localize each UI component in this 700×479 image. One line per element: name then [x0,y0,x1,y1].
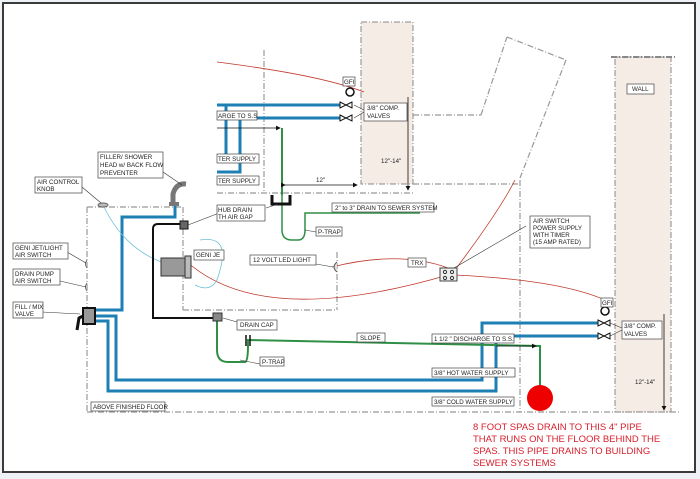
note-line-2: THAT RUNS ON THE FLOOR BEHIND THE [473,434,660,445]
geni-jet-light-2: AIR SWITCH [15,252,51,259]
slope-label: SLOPE [360,335,381,342]
note-line-4: SEWER SYSTEMS [473,458,556,469]
drain-pipe-4in-marker [527,385,553,411]
geni-jet-icon [160,257,186,277]
drain-cap-icon [212,312,223,322]
air-switch-power-2: POWER SUPPLY [533,225,582,232]
air-control-2: KNOB [37,186,55,193]
led-light-label: 12 VOLT LED LIGHT [253,257,311,264]
fill-mix-valve-icon [82,307,96,325]
valve-handle [75,314,84,331]
drain-pump-1: DRAIN PUMP [15,271,54,278]
geni-jet-nozzle [184,255,192,279]
power-supply-box [439,267,458,282]
fill-mix-1: FILL / MIX [15,304,43,311]
dim-12-14-top: 12"-14" [381,158,401,165]
air-switch-power-4: (15 AMP RATED) [533,239,581,246]
drain-cap-label: DRAIN CAP [240,322,274,329]
hot-water-label: 3/8" HOT WATER SUPPLY [434,370,509,377]
air-control-1: AIR CONTROL [37,179,80,186]
wall-right [614,56,672,413]
dim-12-14-bottom: 12"-14" [635,379,655,386]
geni-jet-air-switch-icon [85,259,88,269]
geni-jet-light-1: GENI JET/LIGHT [15,245,63,252]
shower-fitting [179,220,189,230]
comp-valves-bottom-1: 3/8" COMP. [624,323,656,330]
trx-label: TRX [411,260,423,267]
note-line-3: SPAS. THIS PIPE DRAINS TO BUILDING [473,446,650,457]
hub-drain-1: HUB DRAIN [218,207,252,214]
electrical-wiring [184,61,606,301]
water-supply-1-label: TER SUPPLY [218,156,256,163]
gfi-icon-bottom [600,306,610,316]
fill-mix-2: VALVE [15,311,34,318]
air-switch-power-1: AIR SWITCH [533,218,569,225]
led-light-icon [333,261,338,273]
gfi-label-top: GFI [344,79,355,86]
discharge-bottom-label: 1 1/2 " DISCHARGE TO S.S. [434,336,514,343]
gfi-label-bottom: GFI [602,300,613,307]
filler-shower-2: HEAD w/ BACK FLOW [100,162,163,169]
comp-valves-top-1: 3/8" COMP. [367,105,399,112]
label-boxes [12,76,663,412]
comp-valves-bottom-2: VALVES [624,331,647,338]
gfi-icon-top [345,87,355,97]
hub-drain-2: TH AIR GAP [218,214,253,221]
cold-water-label: 3/8" COLD WATER SUPPLY [434,399,513,406]
air-control-knob-icon [97,202,109,208]
drain-to-sewer-label: 2" to 3" DRAIN TO SEWER SYSTEM [335,205,438,212]
note-line-1: 8 FOOT SPAS DRAIN TO THIS 4" PIPE [473,422,642,433]
wall-label: WALL [632,86,649,93]
drain-pump-2: AIR SWITCH [15,278,51,285]
water-supply-lines [92,103,598,393]
spa-drain-loop [152,223,217,319]
air-switch-power-3: WITH TIMER [533,232,570,239]
geni-jet-spray [194,238,223,289]
discharge-top-label: ARGE TO S.S. [218,113,259,120]
shower-base [169,202,179,206]
geni-jet-label: GENI JE [196,252,220,259]
outline-lines [86,36,680,413]
dim-12: 12" [316,177,325,184]
shower-head-icon [170,181,187,202]
above-floor-label: ABOVE FINISHED FLOOR [93,404,168,411]
water-supply-2-label: TER SUPPLY [218,178,256,185]
p-trap-bottom-label: P-TRAP [262,359,285,366]
p-trap-top-label: P-TRAP [318,229,341,236]
comp-valves-top-2: VALVES [367,113,390,120]
hub-drain-icon [270,195,292,206]
filler-shower-3: PREVENTER [100,170,138,177]
dimension-lines [217,97,667,411]
leader-lines [41,104,623,365]
filler-shower-1: FILLER/ SHOWER [100,154,153,161]
